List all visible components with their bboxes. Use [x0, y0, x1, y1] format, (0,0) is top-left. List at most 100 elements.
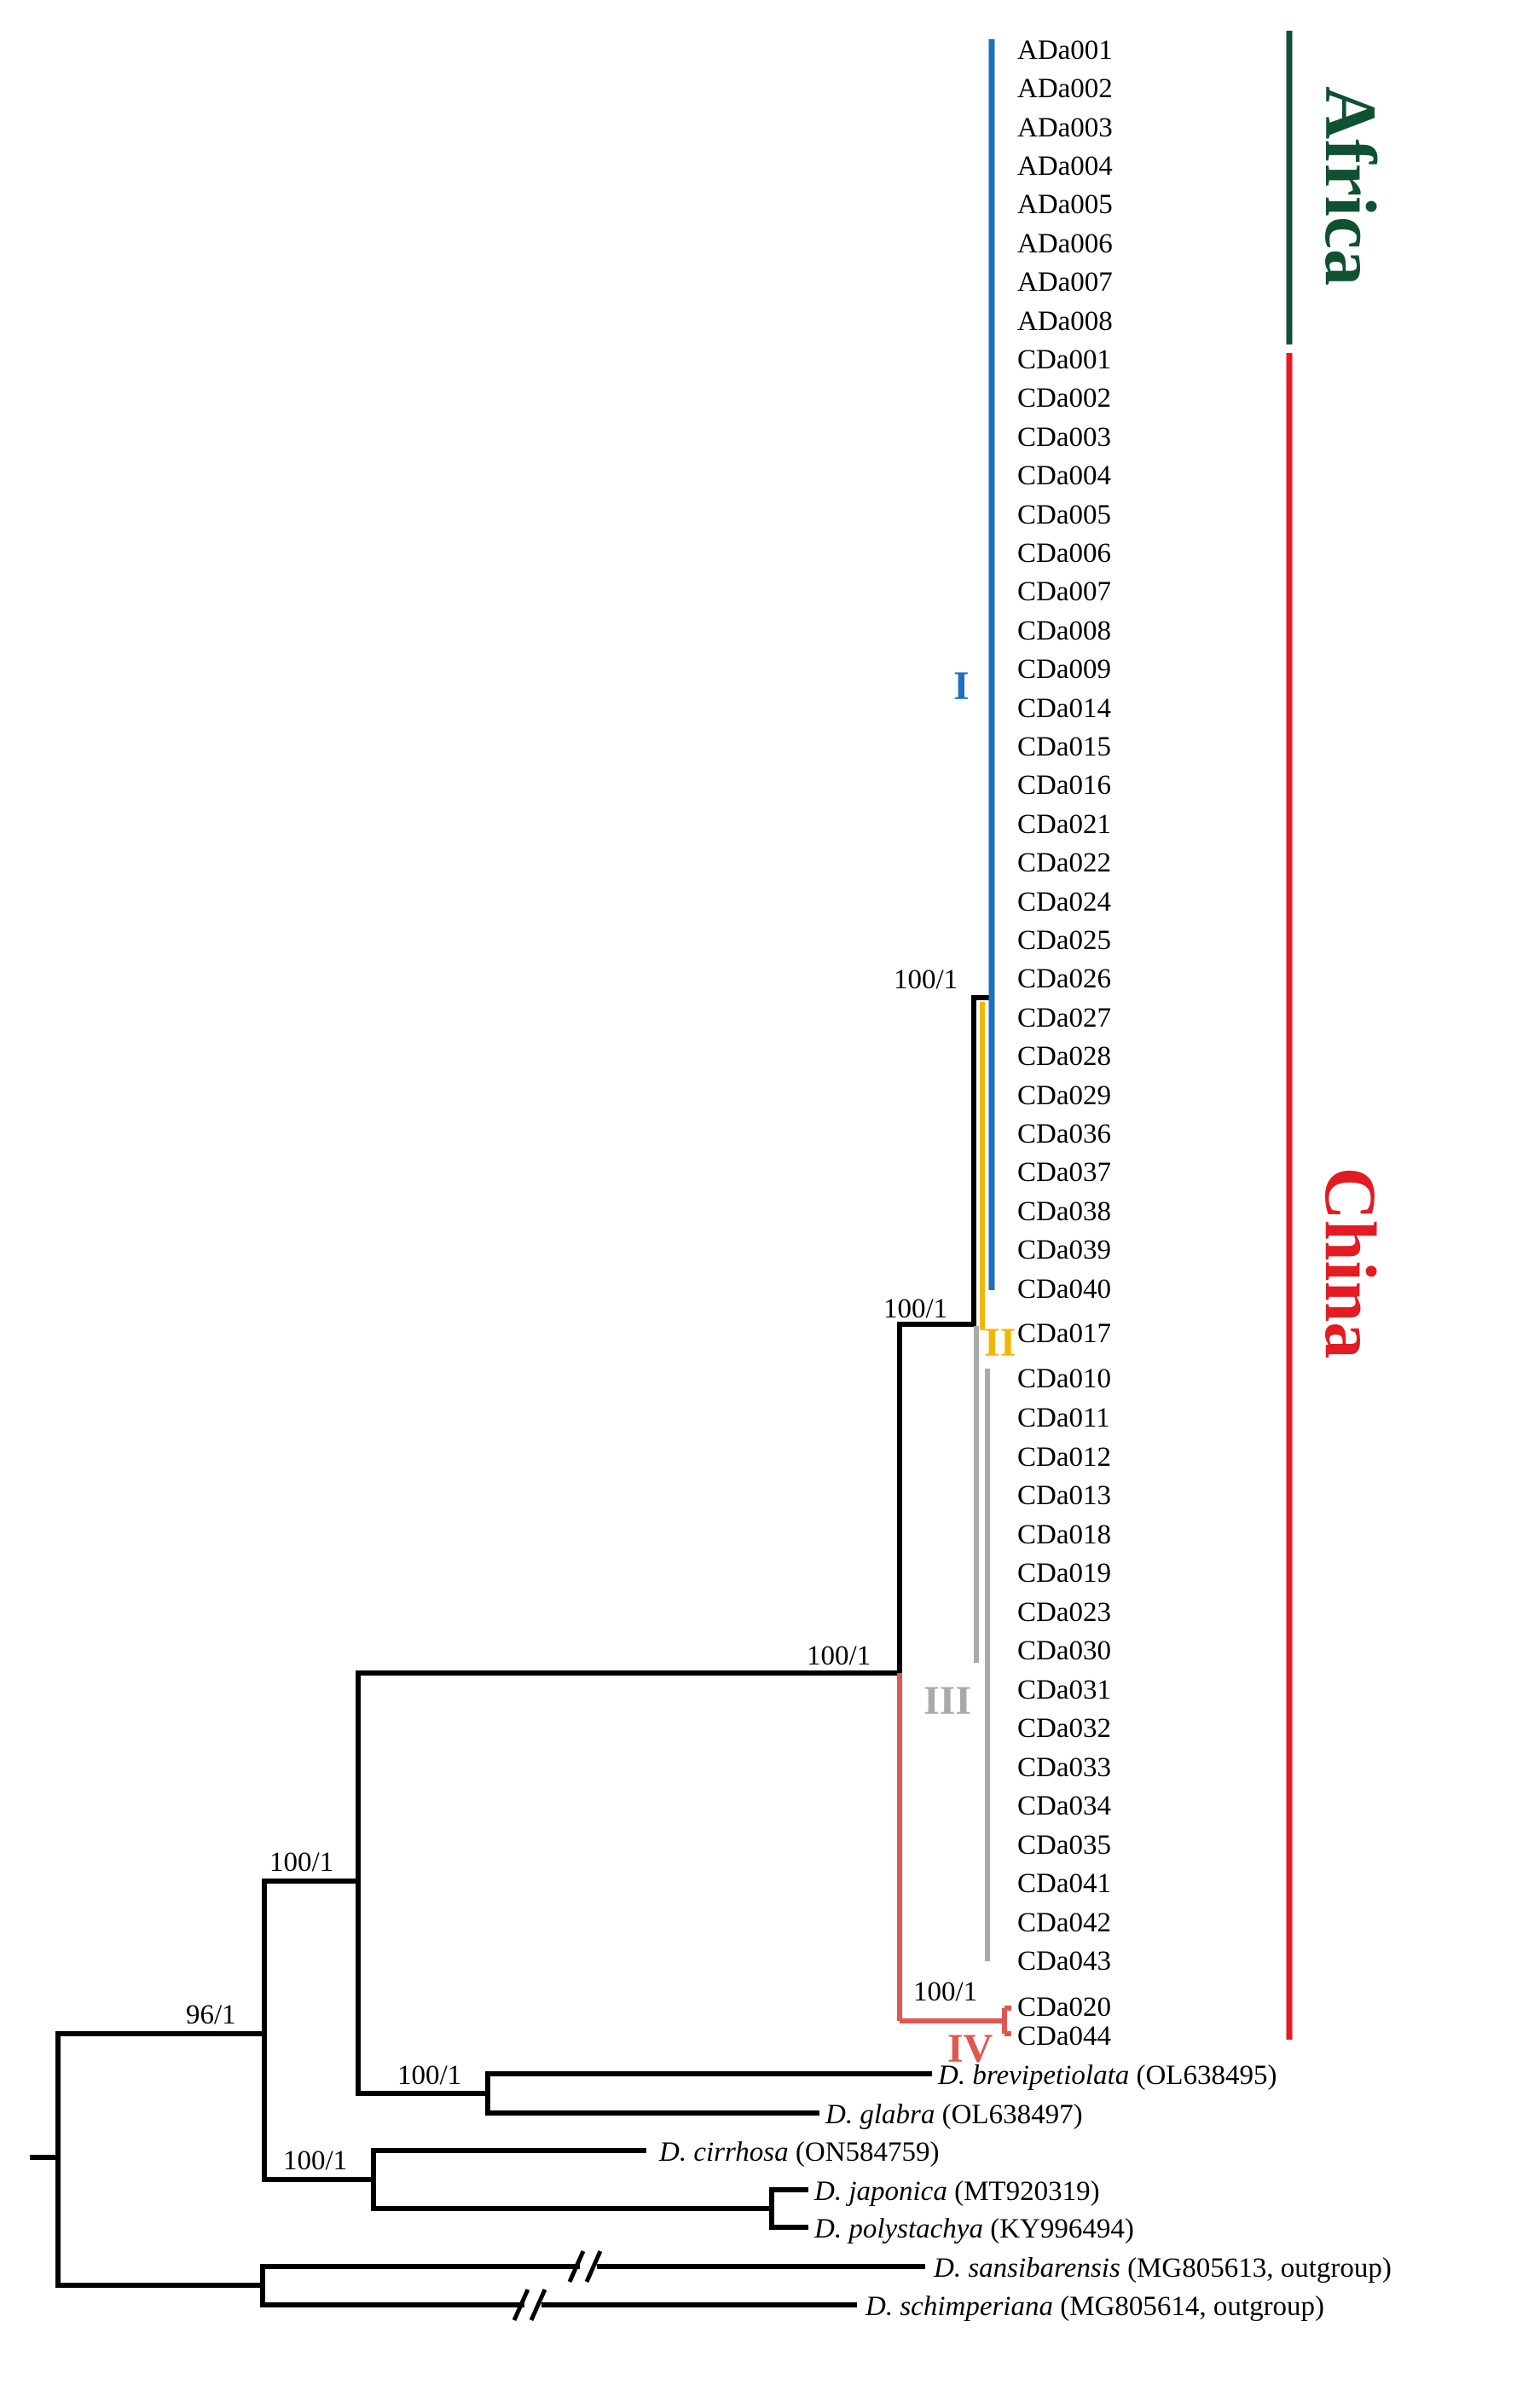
tip-label: CDa025: [1017, 925, 1111, 956]
tip-label: CDa042: [1017, 1908, 1111, 1938]
species-accession: (KY996494): [983, 2214, 1134, 2244]
tip-label: CDa005: [1017, 500, 1111, 530]
tip-label: CDa040: [1017, 1274, 1111, 1305]
species-label-cirrhosa: D. cirrhosa (ON584759): [658, 2137, 939, 2168]
support-value: 100/1: [269, 1847, 333, 1878]
species-accession: (MT920319): [947, 2176, 1100, 2207]
tip-label: CDa027: [1017, 1003, 1111, 1033]
break-marks: [512, 2249, 603, 2322]
tip-label: CDa002: [1017, 383, 1111, 414]
species-name: D. schimperiana: [865, 2291, 1053, 2322]
species-label-glabra: D. glabra (OL638497): [825, 2099, 1083, 2130]
tip-label: CDa014: [1017, 693, 1111, 724]
region-bars: Africa China: [1286, 31, 1392, 2040]
species-name: D. glabra: [825, 2099, 935, 2130]
tip-label: CDa021: [1017, 809, 1111, 840]
tip-label: ADa003: [1017, 113, 1113, 143]
tip-label: CDa033: [1017, 1752, 1111, 1783]
break-mark: [584, 2249, 603, 2284]
tip-label: CDa041: [1017, 1868, 1111, 1899]
support-value: 100/1: [913, 1977, 977, 2007]
tip-label: CDa003: [1017, 422, 1111, 453]
tip-label: CDa034: [1017, 1791, 1111, 1821]
tip-label: CDa043: [1017, 1946, 1111, 1977]
clade-IV-branches: [897, 1673, 1011, 2036]
species-label-sansibarensis: D. sansibarensis (MG805613, outgroup): [933, 2253, 1392, 2284]
tip-label: CDa022: [1017, 848, 1111, 878]
tip-label: CDa024: [1017, 887, 1111, 918]
tip-label: ADa007: [1017, 267, 1113, 298]
species-name: D. sansibarensis: [933, 2253, 1120, 2284]
clade-label-III: III: [923, 1678, 971, 1723]
tip-label: CDa028: [1017, 1041, 1111, 1072]
tip-label: ADa004: [1017, 151, 1113, 182]
tip-label: CDa010: [1017, 1363, 1111, 1394]
break-mark: [567, 2249, 586, 2284]
tip-label: CDa038: [1017, 1196, 1111, 1227]
tip-label: CDa006: [1017, 538, 1111, 569]
tip-label: CDa036: [1017, 1119, 1111, 1149]
species-name: D. cirrhosa: [658, 2137, 789, 2168]
species-label-japonica: D. japonica (MT920319): [813, 2176, 1100, 2207]
support-value: 96/1: [186, 2000, 236, 2030]
tip-label: CDa029: [1017, 1080, 1111, 1111]
tip-label: CDa001: [1017, 344, 1111, 375]
tip-label: ADa008: [1017, 306, 1113, 337]
outgroup-tips: [263, 2264, 925, 2307]
break-mark: [529, 2288, 547, 2322]
support-value: 100/1: [283, 2145, 347, 2176]
support-value: 100/1: [397, 2060, 461, 2091]
tip-label: CDa030: [1017, 1635, 1111, 1666]
support-values: 100/1 100/1 100/1 100/1 96/1 100/1 100/1…: [186, 964, 977, 2176]
species-accession: (OL638495): [1129, 2060, 1277, 2091]
tip-label: ADa006: [1017, 229, 1113, 259]
tip-label: CDa011: [1017, 1403, 1110, 1433]
species-accession: (MG805614, outgroup): [1053, 2291, 1324, 2322]
tip-label: CDa008: [1017, 616, 1111, 646]
support-value: 100/1: [807, 1641, 871, 1671]
species-name: D. japonica: [813, 2176, 947, 2207]
clade-III-branches: [974, 1326, 990, 1961]
tip-label: CDa023: [1017, 1597, 1111, 1628]
tip-label: CDa032: [1017, 1713, 1111, 1744]
tip-label: CDa026: [1017, 964, 1111, 994]
tip-label: ADa001: [1017, 35, 1113, 66]
tip-label: CDa013: [1017, 1480, 1111, 1511]
tip-label: ADa002: [1017, 73, 1113, 104]
tip-label: CDa015: [1017, 732, 1111, 762]
tip-label: CDa017: [1017, 1318, 1111, 1349]
tip-label: CDa009: [1017, 654, 1111, 685]
region-label-china: China: [1310, 1167, 1392, 1359]
tip-label: CDa044: [1017, 2021, 1111, 2052]
tip-label: CDa019: [1017, 1558, 1111, 1589]
tip-label: CDa018: [1017, 1520, 1111, 1550]
clade-label-IV: IV: [947, 2026, 993, 2071]
backbone-branches: [30, 995, 992, 2307]
species-accession: (MG805613, outgroup): [1120, 2253, 1392, 2284]
tip-label: CDa004: [1017, 460, 1111, 491]
species-name: D. brevipetiolata: [937, 2060, 1129, 2091]
tip-label: CDa035: [1017, 1830, 1111, 1861]
tip-labels: ADa001 ADa002 ADa003 ADa004 ADa005 ADa00…: [1017, 35, 1113, 2052]
species-labels: D. brevipetiolata (OL638495) D. glabra (…: [658, 2060, 1392, 2322]
species-label-brevipetiolata: D. brevipetiolata (OL638495): [937, 2060, 1277, 2091]
tip-label: CDa039: [1017, 1235, 1111, 1265]
species-accession: (ON584759): [789, 2137, 940, 2168]
tip-label: CDa007: [1017, 576, 1111, 607]
clade-labels: I II III IV: [923, 663, 1016, 2071]
clade-label-I: I: [953, 663, 970, 709]
tip-label: ADa005: [1017, 189, 1113, 220]
species-label-polystachya: D. polystachya (KY996494): [813, 2214, 1134, 2244]
tip-label: CDa037: [1017, 1157, 1111, 1188]
break-mark: [512, 2288, 530, 2322]
species-name: D. polystachya: [813, 2214, 983, 2244]
region-label-africa: Africa: [1310, 86, 1392, 286]
tip-label: CDa031: [1017, 1675, 1111, 1705]
species-label-schimperiana: D. schimperiana (MG805614, outgroup): [865, 2291, 1324, 2322]
tip-label: CDa012: [1017, 1442, 1111, 1473]
tip-label: CDa016: [1017, 770, 1111, 801]
species-accession: (OL638497): [935, 2099, 1082, 2130]
support-value: 100/1: [894, 964, 958, 995]
